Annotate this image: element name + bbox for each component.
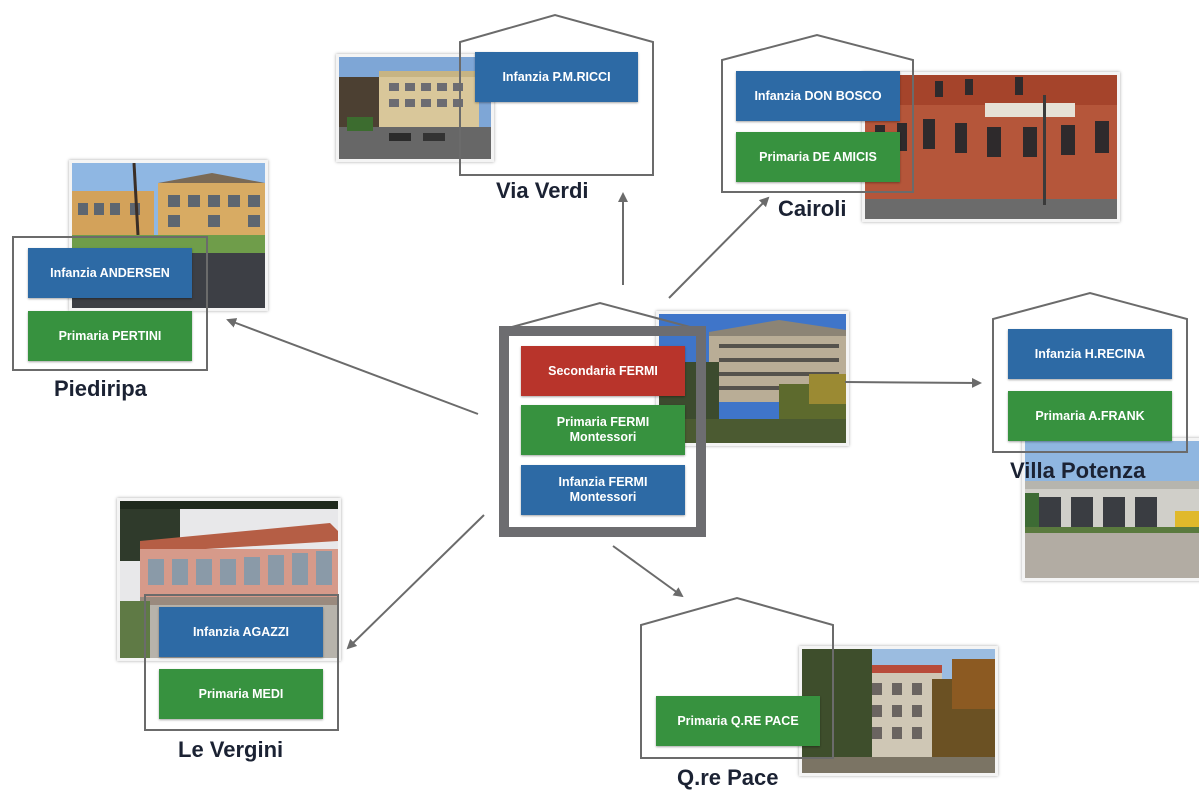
infanzia-andersen-box: Infanzia ANDERSEN <box>28 248 192 298</box>
infanzia-fermi-montessori-box: Infanzia FERMI Montessori <box>521 465 685 515</box>
via-verdi-house-outline <box>459 13 654 176</box>
le-vergini-house-outline <box>144 594 339 731</box>
qre-pace-label: Q.re Pace <box>677 765 779 790</box>
qre-pace-house-outline <box>640 596 834 759</box>
arrow-to-qre-pace <box>612 545 684 598</box>
infanzia-pm-ricci-box: Infanzia P.M.RICCI <box>475 52 638 102</box>
villa-potenza-school-photo <box>1022 438 1199 581</box>
secondaria-fermi-box: Secondaria FERMI <box>521 346 685 396</box>
via-verdi-label: Via Verdi <box>496 178 589 203</box>
cairoli-school-photo <box>862 72 1120 222</box>
via-verdi-school-photo <box>336 54 494 162</box>
arrow-to-cairoli <box>668 196 770 299</box>
primaria-medi-box: Primaria MEDI <box>159 669 323 719</box>
center-house-roof <box>511 301 691 328</box>
cairoli-house-outline <box>721 33 914 193</box>
piediripa-house-outline <box>12 236 208 371</box>
center-house-frame <box>499 326 706 537</box>
villa-potenza-house-outline <box>992 291 1188 453</box>
primaria-fermi-montessori-box: Primaria FERMI Montessori <box>521 405 685 455</box>
primaria-qre-pace-box: Primaria Q.RE PACE <box>656 696 820 746</box>
le-vergini-label: Le Vergini <box>178 737 284 762</box>
infanzia-agazzi-box: Infanzia AGAZZI <box>159 607 323 657</box>
arrow-to-le-vergini <box>346 514 485 650</box>
primaria-a-frank-box: Primaria A.FRANK <box>1008 391 1172 441</box>
primaria-pertini-box: Primaria PERTINI <box>28 311 192 361</box>
cairoli-label: Cairoli <box>778 196 847 221</box>
arrow-to-villa-potenza <box>844 377 982 388</box>
villa-potenza-label: Villa Potenza <box>1010 458 1146 483</box>
infanzia-don-bosco-box: Infanzia DON BOSCO <box>736 71 900 121</box>
piediripa-label: Piediripa <box>54 376 147 401</box>
arrow-to-piediripa <box>226 318 479 415</box>
infanzia-h-recina-box: Infanzia H.RECINA <box>1008 329 1172 379</box>
primaria-de-amicis-box: Primaria DE AMICIS <box>736 132 900 182</box>
